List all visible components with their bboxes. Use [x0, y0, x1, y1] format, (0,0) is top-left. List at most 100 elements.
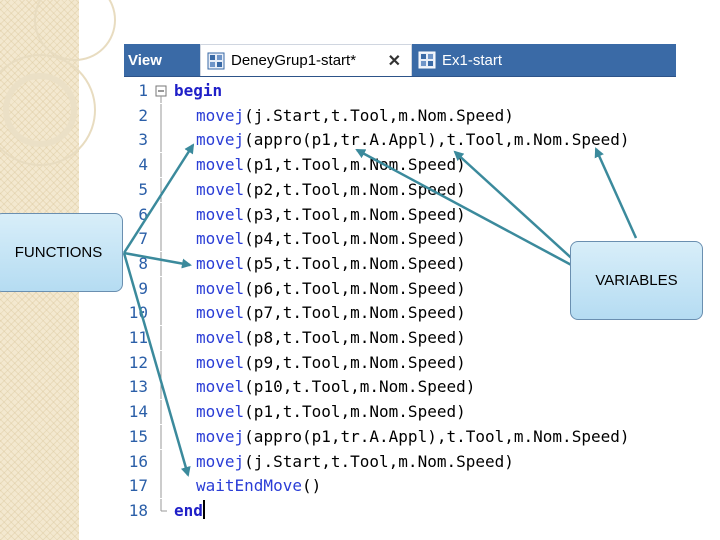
- fold-guide: [160, 350, 162, 375]
- fold-guide: [160, 251, 162, 276]
- code-line[interactable]: 1 begin: [124, 79, 676, 103]
- function-arguments: (p4,t.Tool,m.Nom.Speed): [244, 229, 466, 249]
- function-name: movel: [196, 402, 245, 422]
- function-arguments: (p7,t.Tool,m.Nom.Speed): [244, 303, 466, 323]
- code-line[interactable]: 11 movel(p8,t.Tool,m.Nom.Speed): [124, 326, 676, 350]
- code-line[interactable]: 17 waitEndMove(): [124, 474, 676, 499]
- code-line[interactable]: 5 movel(p2,t.Tool,m.Nom.Speed): [124, 177, 676, 202]
- function-name: movel: [196, 253, 245, 273]
- tab-deneygrup1-start[interactable]: DeneyGrup1-start* ✕: [200, 44, 412, 76]
- tab-ex1-start[interactable]: Ex1-start: [412, 44, 512, 76]
- fold-guide: [160, 202, 162, 227]
- function-name: movej: [196, 451, 245, 471]
- tab-inactive-label: Ex1-start: [442, 51, 503, 69]
- function-arguments: (p2,t.Tool,m.Nom.Speed): [244, 179, 466, 199]
- function-arguments: (p9,t.Tool,m.Nom.Speed): [244, 352, 466, 372]
- line-number: 12: [128, 352, 148, 372]
- minus-box-icon[interactable]: [155, 79, 167, 103]
- code-text: movej(appro(p1,tr.A.Appl),t.Tool,m.Nom.S…: [196, 128, 629, 152]
- fold-guide: [160, 276, 162, 301]
- code-text: movel(p8,t.Tool,m.Nom.Speed): [196, 326, 466, 350]
- callout-functions-label: FUNCTIONS: [14, 244, 103, 261]
- code-line[interactable]: 18 end: [124, 498, 676, 523]
- callout-variables-label: VARIABLES: [595, 272, 678, 289]
- function-arguments: (): [301, 476, 322, 496]
- fold-guide: [160, 424, 162, 449]
- code-text: movel(p5,t.Tool,m.Nom.Speed): [196, 252, 466, 276]
- function-name: movel: [196, 179, 245, 199]
- fold-guide: [160, 227, 162, 252]
- callout-variables: VARIABLES: [570, 241, 703, 320]
- function-name: movej: [196, 426, 245, 446]
- fold-guide: [160, 449, 162, 474]
- function-name: movej: [196, 130, 245, 150]
- function-arguments: (p8,t.Tool,m.Nom.Speed): [244, 328, 466, 347]
- code-line[interactable]: 13 movel(p10,t.Tool,m.Nom.Speed): [124, 375, 676, 400]
- line-number: 8: [138, 253, 148, 273]
- line-number: 1: [138, 81, 148, 100]
- function-name: waitEndMove: [196, 476, 302, 496]
- function-arguments: (p10,t.Tool,m.Nom.Speed): [244, 377, 476, 397]
- line-number: 4: [138, 155, 148, 175]
- keyword: end: [174, 500, 203, 520]
- function-name: movel: [196, 229, 245, 249]
- function-name: movel: [196, 303, 245, 323]
- line-number: 5: [138, 179, 148, 199]
- line-number: 6: [138, 204, 148, 224]
- line-number: 9: [138, 278, 148, 298]
- function-arguments: (j.Start,t.Tool,m.Nom.Speed): [244, 105, 514, 125]
- grid-file-icon: [418, 51, 436, 69]
- function-arguments: (p5,t.Tool,m.Nom.Speed): [244, 253, 466, 273]
- grid-file-icon: [207, 52, 225, 69]
- fold-guide: [160, 474, 162, 499]
- function-arguments: (appro(p1,tr.A.Appl),t.Tool,m.Nom.Speed): [244, 130, 630, 150]
- code-text: movej(appro(p1,tr.A.Appl),t.Tool,m.Nom.S…: [196, 425, 629, 449]
- fold-end-guide: [160, 498, 167, 512]
- function-name: movej: [196, 105, 245, 125]
- fold-guide: [160, 375, 162, 400]
- fold-guide: [160, 301, 162, 326]
- code-text: waitEndMove(): [196, 474, 321, 498]
- code-text: movel(p6,t.Tool,m.Nom.Speed): [196, 277, 466, 301]
- text-cursor: [202, 499, 205, 519]
- decorative-circles: [0, 0, 116, 166]
- fold-guide: [160, 326, 162, 350]
- line-number: 10: [128, 303, 148, 323]
- code-text: movel(p1,t.Tool,m.Nom.Speed): [196, 400, 466, 424]
- code-line[interactable]: 16 movej(j.Start,t.Tool,m.Nom.Speed): [124, 449, 676, 474]
- line-number: 16: [128, 451, 148, 471]
- tab-view[interactable]: View: [124, 44, 200, 76]
- code-line[interactable]: 4 movel(p1,t.Tool,m.Nom.Speed): [124, 153, 676, 178]
- function-arguments: (p6,t.Tool,m.Nom.Speed): [244, 278, 466, 298]
- tab-view-label: View: [128, 51, 162, 69]
- function-name: movel: [196, 377, 245, 397]
- function-arguments: (j.Start,t.Tool,m.Nom.Speed): [244, 451, 514, 471]
- code-text: movej(j.Start,t.Tool,m.Nom.Speed): [196, 450, 514, 474]
- code-text: movel(p1,t.Tool,m.Nom.Speed): [196, 153, 466, 177]
- code-text: begin: [174, 79, 222, 103]
- function-name: movel: [196, 155, 245, 175]
- code-text: movel(p10,t.Tool,m.Nom.Speed): [196, 375, 475, 399]
- close-icon[interactable]: ✕: [387, 52, 401, 70]
- function-arguments: (p3,t.Tool,m.Nom.Speed): [244, 204, 466, 224]
- line-number: 17: [128, 476, 148, 496]
- line-number: 13: [128, 377, 148, 397]
- callout-functions: FUNCTIONS: [0, 213, 123, 292]
- code-line[interactable]: 10 movel(p7,t.Tool,m.Nom.Speed): [124, 301, 676, 326]
- function-arguments: (p1,t.Tool,m.Nom.Speed): [244, 155, 466, 175]
- function-arguments: (p1,t.Tool,m.Nom.Speed): [244, 402, 466, 422]
- line-number: 11: [128, 328, 148, 347]
- code-line[interactable]: 12 movel(p9,t.Tool,m.Nom.Speed): [124, 350, 676, 375]
- line-number: 18: [128, 500, 148, 520]
- fold-guide: [160, 153, 162, 178]
- function-name: movel: [196, 278, 245, 298]
- function-name: movel: [196, 352, 245, 372]
- fold-guide: [160, 128, 162, 153]
- editor-tab-bar: View DeneyGrup1-start* ✕ Ex1-start: [124, 44, 676, 77]
- fold-guide: [160, 400, 162, 425]
